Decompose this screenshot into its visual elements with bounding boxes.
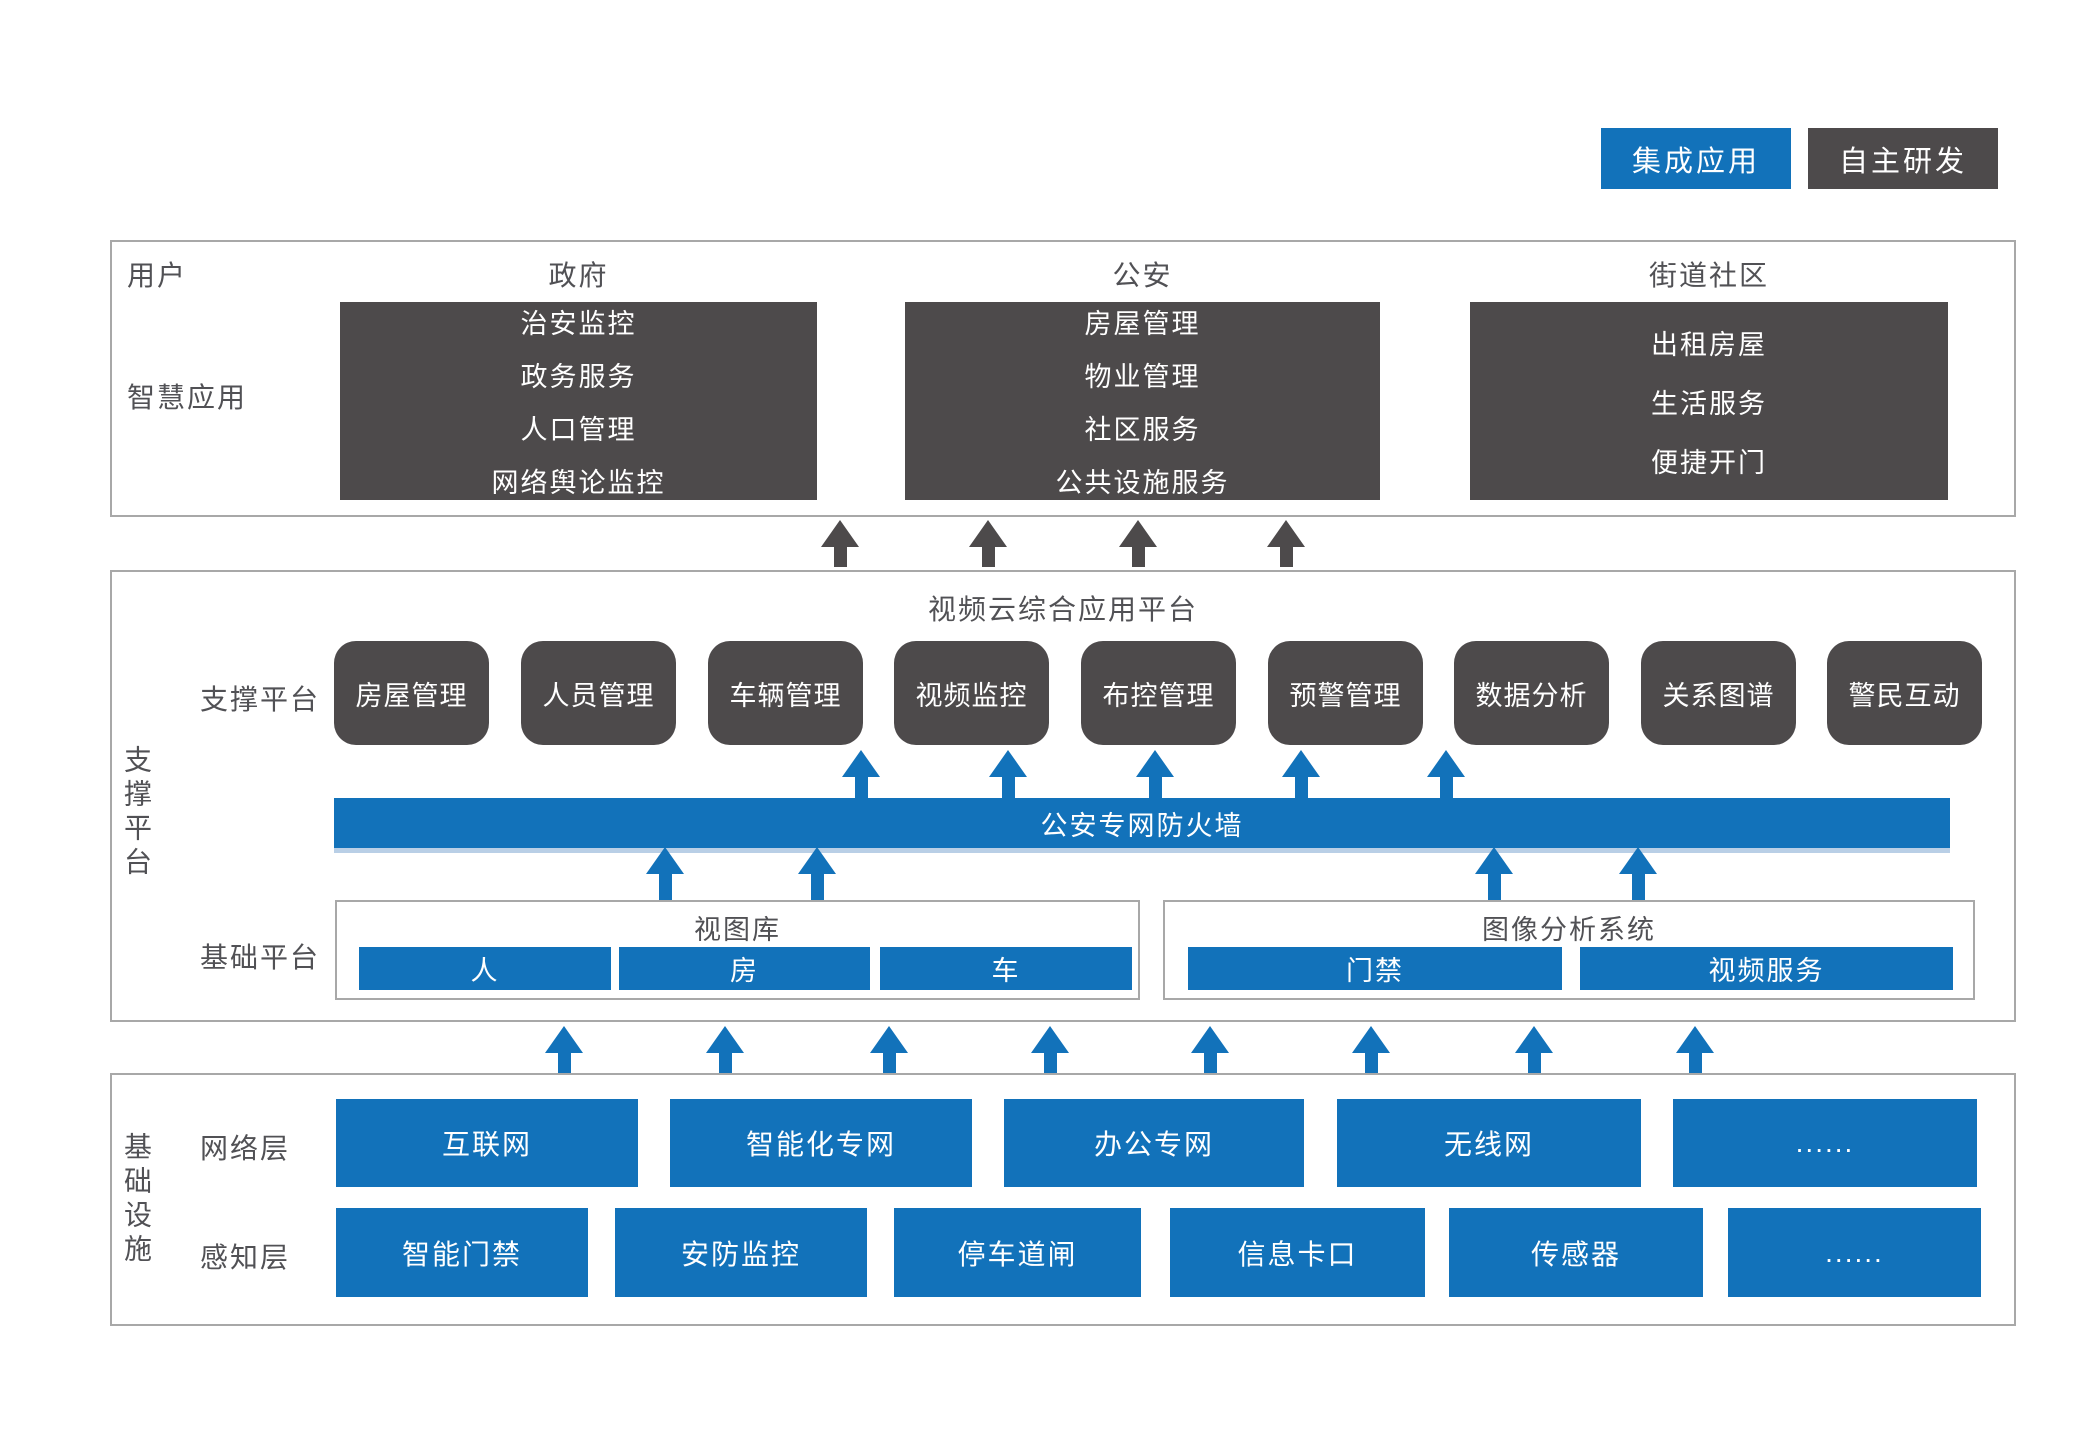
- perception-layer-label: 感知层: [200, 1242, 291, 1273]
- up-arrow-icon: [1281, 750, 1321, 798]
- smart-apps-row-label: 智慧应用: [127, 382, 248, 413]
- view-library-title: 视图库: [694, 915, 781, 945]
- infrastructure-side-label: 基础设施: [121, 1132, 152, 1268]
- module-box: 警民互动: [1827, 641, 1982, 745]
- up-arrow-icon: [1426, 750, 1466, 798]
- perception-box: 安防监控: [615, 1208, 867, 1297]
- app-item: 生活服务: [1651, 388, 1767, 419]
- police-apps-box: 房屋管理 物业管理 社区服务 公共设施服务: [905, 302, 1380, 500]
- perception-box: 停车道闸: [894, 1208, 1141, 1297]
- module-box: 房屋管理: [334, 641, 489, 745]
- view-library-item: 人: [359, 947, 611, 990]
- image-analysis-item: 门禁: [1188, 947, 1562, 990]
- view-library-item: 房: [619, 947, 870, 990]
- up-arrow-icon: [1030, 1026, 1070, 1073]
- platform-side-label: 支撑平台: [121, 745, 152, 881]
- group-title-government: 政府: [548, 260, 609, 291]
- user-row-label: 用户: [127, 260, 188, 291]
- network-box: 办公专网: [1004, 1099, 1304, 1187]
- app-item: 便捷开门: [1651, 447, 1767, 478]
- up-arrow-icon: [645, 847, 685, 900]
- legend-integrated-app: 集成应用: [1601, 128, 1791, 189]
- app-item: 公共设施服务: [1055, 468, 1230, 498]
- up-arrow-icon: [1190, 1026, 1230, 1073]
- app-item: 出租房屋: [1651, 329, 1767, 360]
- network-box: 互联网: [336, 1099, 638, 1187]
- app-item: 物业管理: [1084, 362, 1201, 392]
- up-arrow-icon: [1618, 847, 1658, 900]
- up-arrow-icon: [1514, 1026, 1554, 1073]
- group-title-community: 街道社区: [1648, 260, 1769, 291]
- app-item: 人口管理: [520, 415, 637, 445]
- legend-self-developed: 自主研发: [1808, 128, 1998, 189]
- network-box: 无线网: [1337, 1099, 1641, 1187]
- network-layer-label: 网络层: [200, 1133, 291, 1164]
- community-apps-box: 出租房屋 生活服务 便捷开门: [1470, 302, 1948, 500]
- view-library-item: 车: [880, 947, 1132, 990]
- up-arrow-icon: [988, 750, 1028, 798]
- up-arrow-icon: [841, 750, 881, 798]
- view-library-box: 视图库 人 房 车: [335, 900, 1140, 1000]
- up-arrow-icon: [1351, 1026, 1391, 1073]
- perception-box: 传感器: [1449, 1208, 1703, 1297]
- module-box: 人员管理: [521, 641, 676, 745]
- support-row-label: 支撑平台: [200, 684, 321, 715]
- network-box: 智能化专网: [670, 1099, 972, 1187]
- perception-box: 智能门禁: [336, 1208, 588, 1297]
- app-item: 房屋管理: [1084, 309, 1201, 339]
- network-box: ......: [1673, 1099, 1977, 1187]
- group-title-police: 公安: [1112, 260, 1173, 291]
- up-arrow-icon: [1675, 1026, 1715, 1073]
- up-arrow-icon: [1266, 520, 1306, 567]
- image-analysis-item: 视频服务: [1580, 947, 1953, 990]
- government-apps-box: 治安监控 政务服务 人口管理 网络舆论监控: [340, 302, 817, 500]
- up-arrow-icon: [1474, 847, 1514, 900]
- perception-box: 信息卡口: [1170, 1208, 1425, 1297]
- app-item: 网络舆论监控: [491, 468, 666, 498]
- up-arrow-icon: [820, 520, 860, 567]
- base-row-label: 基础平台: [200, 942, 321, 973]
- up-arrow-icon: [705, 1026, 745, 1073]
- image-analysis-title: 图像分析系统: [1482, 915, 1656, 945]
- platform-title: 视频云综合应用平台: [927, 594, 1198, 625]
- module-box: 视频监控: [894, 641, 1049, 745]
- module-box: 关系图谱: [1641, 641, 1796, 745]
- image-analysis-box: 图像分析系统 门禁 视频服务: [1163, 900, 1975, 1000]
- up-arrow-icon: [1118, 520, 1158, 567]
- perception-box: ......: [1728, 1208, 1981, 1297]
- app-item: 政务服务: [520, 362, 637, 392]
- module-box: 车辆管理: [708, 641, 863, 745]
- up-arrow-icon: [1135, 750, 1175, 798]
- up-arrow-icon: [797, 847, 837, 900]
- up-arrow-icon: [544, 1026, 584, 1073]
- module-box: 布控管理: [1081, 641, 1236, 745]
- up-arrow-icon: [968, 520, 1008, 567]
- module-box: 预警管理: [1268, 641, 1423, 745]
- firewall-bar: 公安专网防火墙: [334, 798, 1950, 848]
- module-box: 数据分析: [1454, 641, 1609, 745]
- up-arrow-icon: [869, 1026, 909, 1073]
- app-item: 治安监控: [520, 309, 637, 339]
- app-item: 社区服务: [1084, 415, 1201, 445]
